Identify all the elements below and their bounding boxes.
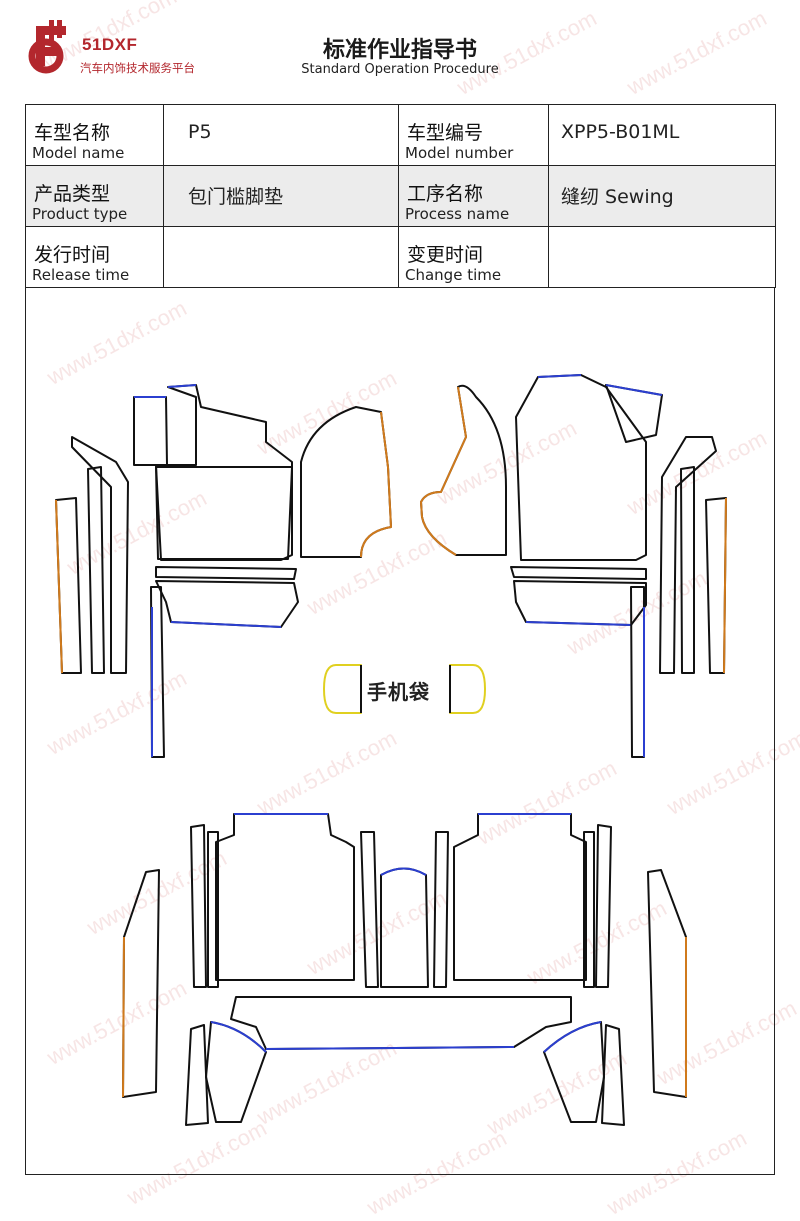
right-side-strip-piece: [705, 497, 727, 674]
center-floor-bar-blue-edge: [265, 1046, 515, 1050]
left-long-strip-2: [87, 466, 105, 674]
process-name-label-cn: 工序名称: [407, 183, 484, 205]
brand-name: 51DXF: [82, 35, 138, 54]
upper-left-mat-group: [55, 384, 392, 758]
model-name-label-cn: 车型名称: [34, 122, 111, 144]
center-tunnel-mid: [380, 867, 429, 988]
info-row-model: 车型名称 Model name P5 车型编号 Model number XPP…: [25, 104, 776, 166]
page-title: 标准作业指导书: [322, 38, 477, 63]
lower-left-wing-blue-edge: [210, 1021, 267, 1053]
lower-left-side-strip-orange-edge: [122, 936, 125, 1098]
right-sill-bar-blue-edge: [525, 621, 632, 626]
left-curved-panel-orange-edge: [360, 411, 392, 558]
left-long-strip-1: [71, 436, 129, 674]
right-curved-panel: [420, 384, 507, 556]
lower-right-strip-b: [583, 831, 595, 988]
product-type-label-en: Product type: [32, 205, 128, 223]
lower-left-side-strip: [122, 869, 160, 1098]
lower-left-strip-a: [190, 824, 207, 988]
change-time-value-cell: [548, 226, 776, 288]
process-name-value: 缝纫 Sewing: [561, 186, 674, 208]
change-time-label-cell: 变更时间 Change time: [398, 226, 549, 288]
left-seat-mat: [155, 466, 293, 560]
left-curved-panel: [300, 406, 392, 558]
release-time-value-cell: [163, 226, 399, 288]
info-row-time: 发行时间 Release time 变更时间 Change time: [25, 226, 776, 288]
upper-right-mat-group: [420, 374, 727, 758]
center-tunnel-left: [360, 831, 379, 988]
model-name-label-cell: 车型名称 Model name: [25, 104, 164, 166]
center-tunnel-mid-blue-edge: [380, 867, 427, 876]
model-name-value-cell: P5: [163, 104, 399, 166]
product-type-label-cn: 产品类型: [34, 183, 111, 205]
phone-pocket-left-piece: [323, 664, 362, 714]
release-time-label-cell: 发行时间 Release time: [25, 226, 164, 288]
rear-left-seat-mat: [215, 813, 355, 981]
right-main-mat-blue-edge: [537, 374, 582, 378]
lower-left-wing: [205, 1021, 267, 1123]
left-sill-bar-blue-edge: [170, 621, 282, 628]
page-subtitle: Standard Operation Procedure: [301, 62, 499, 77]
product-type-label-cell: 产品类型 Product type: [25, 165, 164, 227]
model-name-value: P5: [188, 121, 212, 143]
model-number-value-cell: XPP5-B01ML: [548, 104, 776, 166]
change-time-label-en: Change time: [405, 266, 502, 284]
process-name-label-en: Process name: [405, 205, 510, 223]
model-number-value: XPP5-B01ML: [561, 121, 680, 143]
brand-subtitle: 汽车内饰技术服务平台: [80, 61, 195, 75]
rear-right-seat-mat: [453, 813, 587, 981]
info-row-product: 产品类型 Product type 包门槛脚垫 工序名称 Process nam…: [25, 165, 776, 227]
phone-pocket-group: [323, 664, 486, 714]
product-type-value-cell: 包门槛脚垫: [163, 165, 399, 227]
model-number-label-cn: 车型编号: [407, 122, 484, 144]
model-name-label-en: Model name: [32, 144, 125, 162]
right-long-strip-2: [680, 466, 695, 674]
right-sill-bar-1: [510, 566, 647, 580]
left-sill-bar-1: [155, 566, 297, 580]
left-main-mat-blue-edge: [167, 384, 197, 388]
right-long-runner: [630, 586, 645, 758]
right-side-strip-orange-edge: [723, 497, 727, 674]
model-number-label-en: Model number: [405, 144, 514, 162]
left-main-mat: [155, 384, 293, 561]
lower-mat-group: [122, 813, 687, 1126]
model-number-label-cell: 车型编号 Model number: [398, 104, 549, 166]
floor-mat-pattern-diagram: [55, 374, 727, 1126]
left-sill-bar-2: [155, 580, 299, 628]
phone-pocket-right-piece: [449, 664, 486, 714]
right-curved-panel-orange-edge: [420, 386, 467, 556]
header: 51DXF 汽车内饰技术服务平台 标准作业指导书 Standard Operat…: [0, 0, 800, 100]
phone-pocket-label: 手机袋: [367, 680, 430, 704]
right-main-mat: [515, 374, 647, 561]
lower-left-strip-b: [207, 831, 219, 988]
right-small-panel-blue-edge: [605, 384, 663, 396]
lower-right-wing: [543, 1021, 605, 1123]
lower-left-wing-strip: [185, 1024, 209, 1126]
lower-right-strip-a: [595, 824, 612, 988]
right-sill-bar-2: [513, 580, 647, 626]
info-table: 车型名称 Model name P5 车型编号 Model number XPP…: [25, 104, 776, 288]
lower-right-side-strip: [647, 869, 687, 1098]
center-floor-bar: [230, 996, 572, 1050]
right-long-strip-1: [659, 436, 717, 674]
lower-right-wing-blue-edge: [543, 1021, 602, 1053]
process-name-label-cell: 工序名称 Process name: [398, 165, 549, 227]
brand-logo-icon: [28, 20, 66, 74]
center-tunnel-right: [433, 831, 449, 988]
left-small-panel: [133, 396, 168, 466]
product-type-value: 包门槛脚垫: [188, 186, 284, 208]
release-time-label-en: Release time: [32, 266, 130, 284]
change-time-label-cn: 变更时间: [407, 244, 484, 266]
release-time-label-cn: 发行时间: [34, 244, 111, 266]
lower-right-wing-strip: [601, 1024, 625, 1126]
left-side-strip-orange-edge: [55, 499, 63, 674]
pattern-drawing: 手机袋: [25, 287, 775, 1175]
process-name-value-cell: 缝纫 Sewing: [548, 165, 776, 227]
